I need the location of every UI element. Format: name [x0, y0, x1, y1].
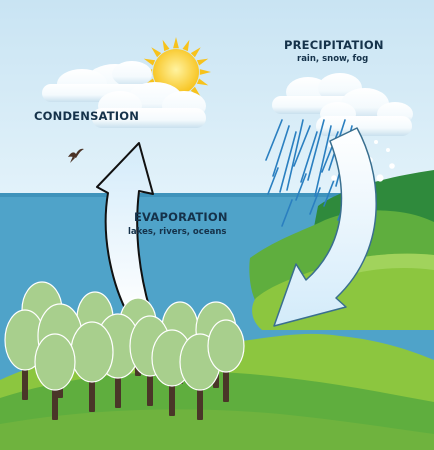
precipitation-arrow: [273, 127, 377, 327]
evaporation-label: EVAPORATION: [134, 210, 228, 224]
cloud-icon: [92, 82, 206, 128]
cloud-icon: [316, 88, 413, 136]
cloud-icon: [42, 61, 154, 102]
condensation-label: CONDENSATION: [34, 109, 140, 123]
precipitation-sublabel: rain, snow, fog: [297, 54, 369, 64]
precipitation-label: PRECIPITATION: [284, 38, 384, 52]
evaporation-arrow: [96, 142, 154, 319]
sea-horizon-band: [0, 193, 434, 197]
bird-icon: [68, 148, 84, 163]
evaporation-sublabel: lakes, rivers, oceans: [128, 227, 227, 237]
forest: [4, 281, 245, 420]
